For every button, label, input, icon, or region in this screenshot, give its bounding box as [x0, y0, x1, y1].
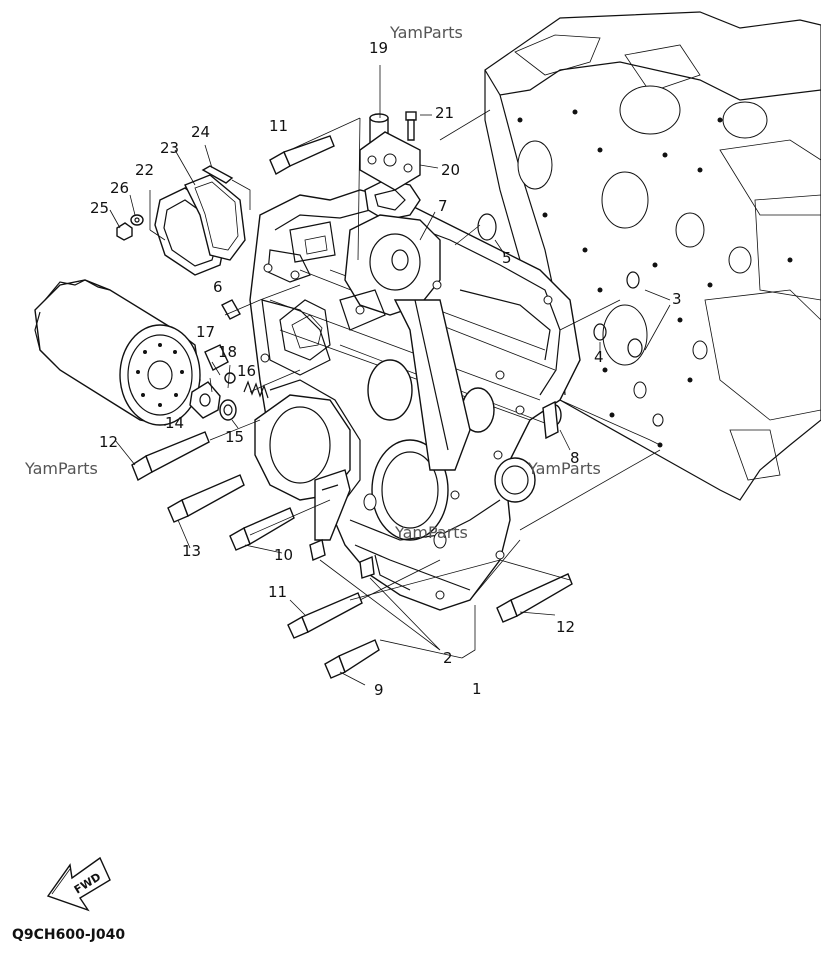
callout-1: 1 — [472, 680, 482, 698]
callout-14: 14 — [165, 414, 184, 432]
callout-9: 9 — [374, 681, 384, 699]
callout-8: 8 — [570, 449, 580, 467]
plug-17 — [204, 344, 229, 371]
callout-4: 4 — [594, 348, 604, 366]
callout-11-upper: 11 — [269, 117, 288, 135]
callout-15: 15 — [225, 428, 244, 446]
callout-17: 17 — [196, 323, 215, 341]
washer-15 — [219, 399, 237, 421]
engine-block — [484, 11, 821, 501]
fitting-14 — [189, 381, 221, 419]
callout-10: 10 — [274, 546, 293, 564]
callout-20: 20 — [441, 161, 460, 179]
leader-lines — [109, 65, 671, 686]
oil-filter-housing — [254, 394, 351, 541]
callout-26: 26 — [110, 179, 129, 197]
callout-labels: 1 2 3 4 5 6 7 8 9 10 11 11 12 12 13 14 1… — [90, 39, 682, 699]
flange-20 — [359, 131, 421, 191]
bolt-21 — [405, 111, 417, 141]
nut-25 — [116, 222, 133, 241]
callout-16: 16 — [237, 362, 256, 380]
bolt-13 — [167, 474, 245, 523]
watermark-center: YamParts — [394, 523, 468, 542]
callout-12-left: 12 — [99, 433, 118, 451]
gasket-23 — [184, 174, 246, 261]
callout-23: 23 — [160, 139, 179, 157]
callout-7: 7 — [438, 197, 448, 215]
callout-11-lower: 11 — [268, 583, 287, 601]
callout-22: 22 — [135, 161, 154, 179]
spring-16 — [243, 380, 269, 399]
oil-filter — [34, 279, 201, 426]
watermark-top: YamParts — [389, 23, 463, 42]
watermark-right: YamParts — [527, 459, 601, 478]
watermarks: YamParts YamParts YamParts YamParts — [24, 23, 601, 542]
bolt-11-upper — [269, 135, 335, 175]
bolt-12-left — [131, 431, 210, 482]
watermark-left: YamParts — [24, 459, 98, 478]
callout-6: 6 — [213, 278, 223, 296]
callout-2: 2 — [443, 649, 453, 667]
bracket-8 — [542, 400, 559, 440]
bolt-12-right — [496, 573, 573, 623]
o-ring-4 — [593, 323, 607, 341]
stud-24 — [201, 165, 234, 184]
o-ring-3 — [626, 271, 643, 358]
fwd-arrow-icon: FWD — [46, 856, 111, 912]
callout-5: 5 — [502, 249, 512, 267]
o-ring-5 — [477, 213, 497, 241]
block-bolt-holes — [517, 109, 793, 448]
washer-26 — [130, 214, 144, 226]
callout-19: 19 — [369, 39, 388, 57]
ball-18 — [224, 372, 236, 384]
callout-25: 25 — [90, 199, 109, 217]
bolt-10 — [229, 507, 295, 551]
callout-12-right: 12 — [556, 618, 575, 636]
callout-24: 24 — [191, 123, 210, 141]
diagram-code: Q9CH600-J040 — [12, 927, 125, 943]
callout-13: 13 — [182, 542, 201, 560]
callout-18: 18 — [218, 343, 237, 361]
callout-3: 3 — [672, 290, 682, 308]
callout-21: 21 — [435, 104, 454, 122]
dowel-2 — [309, 539, 375, 579]
bolt-9 — [324, 639, 380, 679]
bolt-11-lower — [287, 592, 363, 639]
water-pump-housing — [339, 179, 471, 471]
